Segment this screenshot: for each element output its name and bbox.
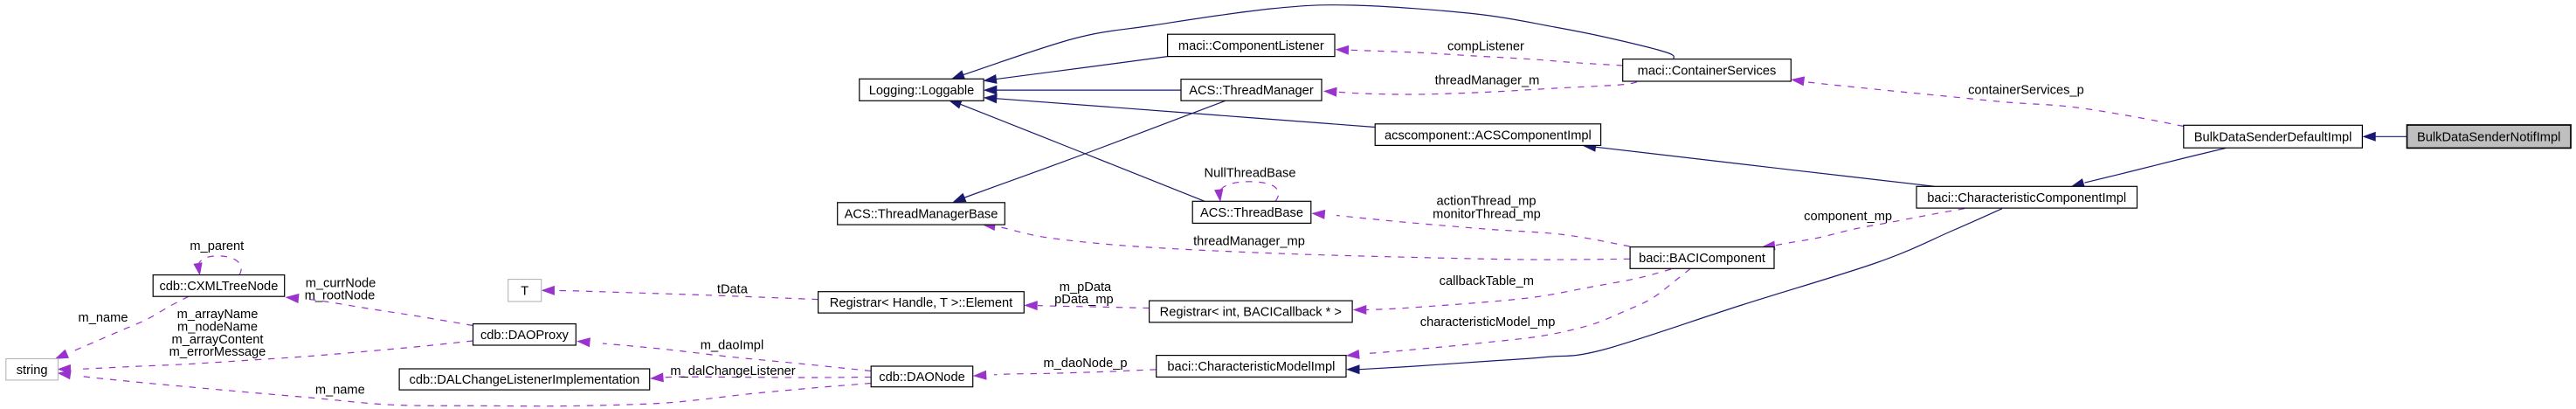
svg-text:pData_mp: pData_mp	[1054, 293, 1114, 307]
svg-text:BulkDataSenderNotifImpl: BulkDataSenderNotifImpl	[2417, 130, 2560, 144]
svg-text:m_name: m_name	[315, 384, 365, 398]
svg-text:containerServices_p: containerServices_p	[1968, 83, 2084, 97]
svg-text:cdb::CXMLTreeNode: cdb::CXMLTreeNode	[159, 280, 278, 294]
svg-text:NullThreadBase: NullThreadBase	[1205, 167, 1296, 181]
svg-text:ACS::ThreadManagerBase: ACS::ThreadManagerBase	[845, 208, 998, 222]
svg-text:T: T	[521, 285, 528, 299]
svg-text:m_nodeName: m_nodeName	[177, 320, 258, 334]
svg-text:tData: tData	[717, 283, 749, 297]
svg-text:threadManager_mp: threadManager_mp	[1193, 235, 1305, 249]
svg-text:ACS::ThreadBase: ACS::ThreadBase	[1200, 206, 1303, 220]
svg-text:baci::BACIComponent: baci::BACIComponent	[1639, 252, 1765, 266]
svg-text:m_arrayName: m_arrayName	[177, 308, 259, 322]
svg-text:m_parent: m_parent	[190, 239, 244, 253]
svg-text:Registrar< Handle, T >::Elemen: Registrar< Handle, T >::Element	[830, 296, 1012, 310]
svg-text:m_pData: m_pData	[1060, 281, 1112, 295]
svg-text:m_currNode: m_currNode	[306, 276, 376, 290]
svg-text:m_name: m_name	[79, 311, 128, 325]
svg-text:cdb::DAOProxy: cdb::DAOProxy	[480, 329, 570, 343]
svg-text:maci::ContainerServices: maci::ContainerServices	[1638, 65, 1777, 79]
svg-text:m_dalChangeListener: m_dalChangeListener	[670, 364, 795, 378]
svg-text:string: string	[17, 364, 48, 378]
svg-text:cdb::DAONode: cdb::DAONode	[879, 371, 964, 385]
svg-text:component_mp: component_mp	[1804, 210, 1892, 224]
svg-text:BulkDataSenderDefaultImpl: BulkDataSenderDefaultImpl	[2194, 130, 2352, 144]
svg-text:callbackTable_m: callbackTable_m	[1440, 274, 1534, 288]
svg-text:baci::CharacteristicComponentI: baci::CharacteristicComponentImpl	[1927, 191, 2126, 205]
svg-text:ACS::ThreadManager: ACS::ThreadManager	[1189, 84, 1314, 98]
svg-text:m_daoNode_p: m_daoNode_p	[1043, 357, 1127, 371]
svg-text:threadManager_m: threadManager_m	[1435, 74, 1540, 88]
svg-text:acscomponent::ACSComponentImpl: acscomponent::ACSComponentImpl	[1385, 128, 1592, 142]
svg-text:characteristicModel_mp: characteristicModel_mp	[1420, 315, 1556, 329]
svg-text:m_arrayContent: m_arrayContent	[172, 333, 264, 347]
svg-text:compListener: compListener	[1447, 40, 1524, 54]
svg-text:actionThread_mp: actionThread_mp	[1437, 195, 1537, 209]
svg-text:maci::ComponentListener: maci::ComponentListener	[1178, 39, 1324, 53]
svg-text:monitorThread_mp: monitorThread_mp	[1433, 208, 1541, 222]
svg-text:Registrar< int, BACICallback *: Registrar< int, BACICallback * >	[1160, 306, 1342, 320]
svg-text:baci::CharacteristicModelImpl: baci::CharacteristicModelImpl	[1167, 360, 1335, 374]
svg-text:m_rootNode: m_rootNode	[305, 289, 376, 303]
svg-text:Logging::Loggable: Logging::Loggable	[869, 84, 975, 98]
svg-text:m_daoImpl: m_daoImpl	[701, 338, 763, 352]
svg-text:cdb::DALChangeListenerImplemen: cdb::DALChangeListenerImplementation	[410, 373, 640, 387]
svg-text:m_errorMessage: m_errorMessage	[169, 345, 266, 359]
